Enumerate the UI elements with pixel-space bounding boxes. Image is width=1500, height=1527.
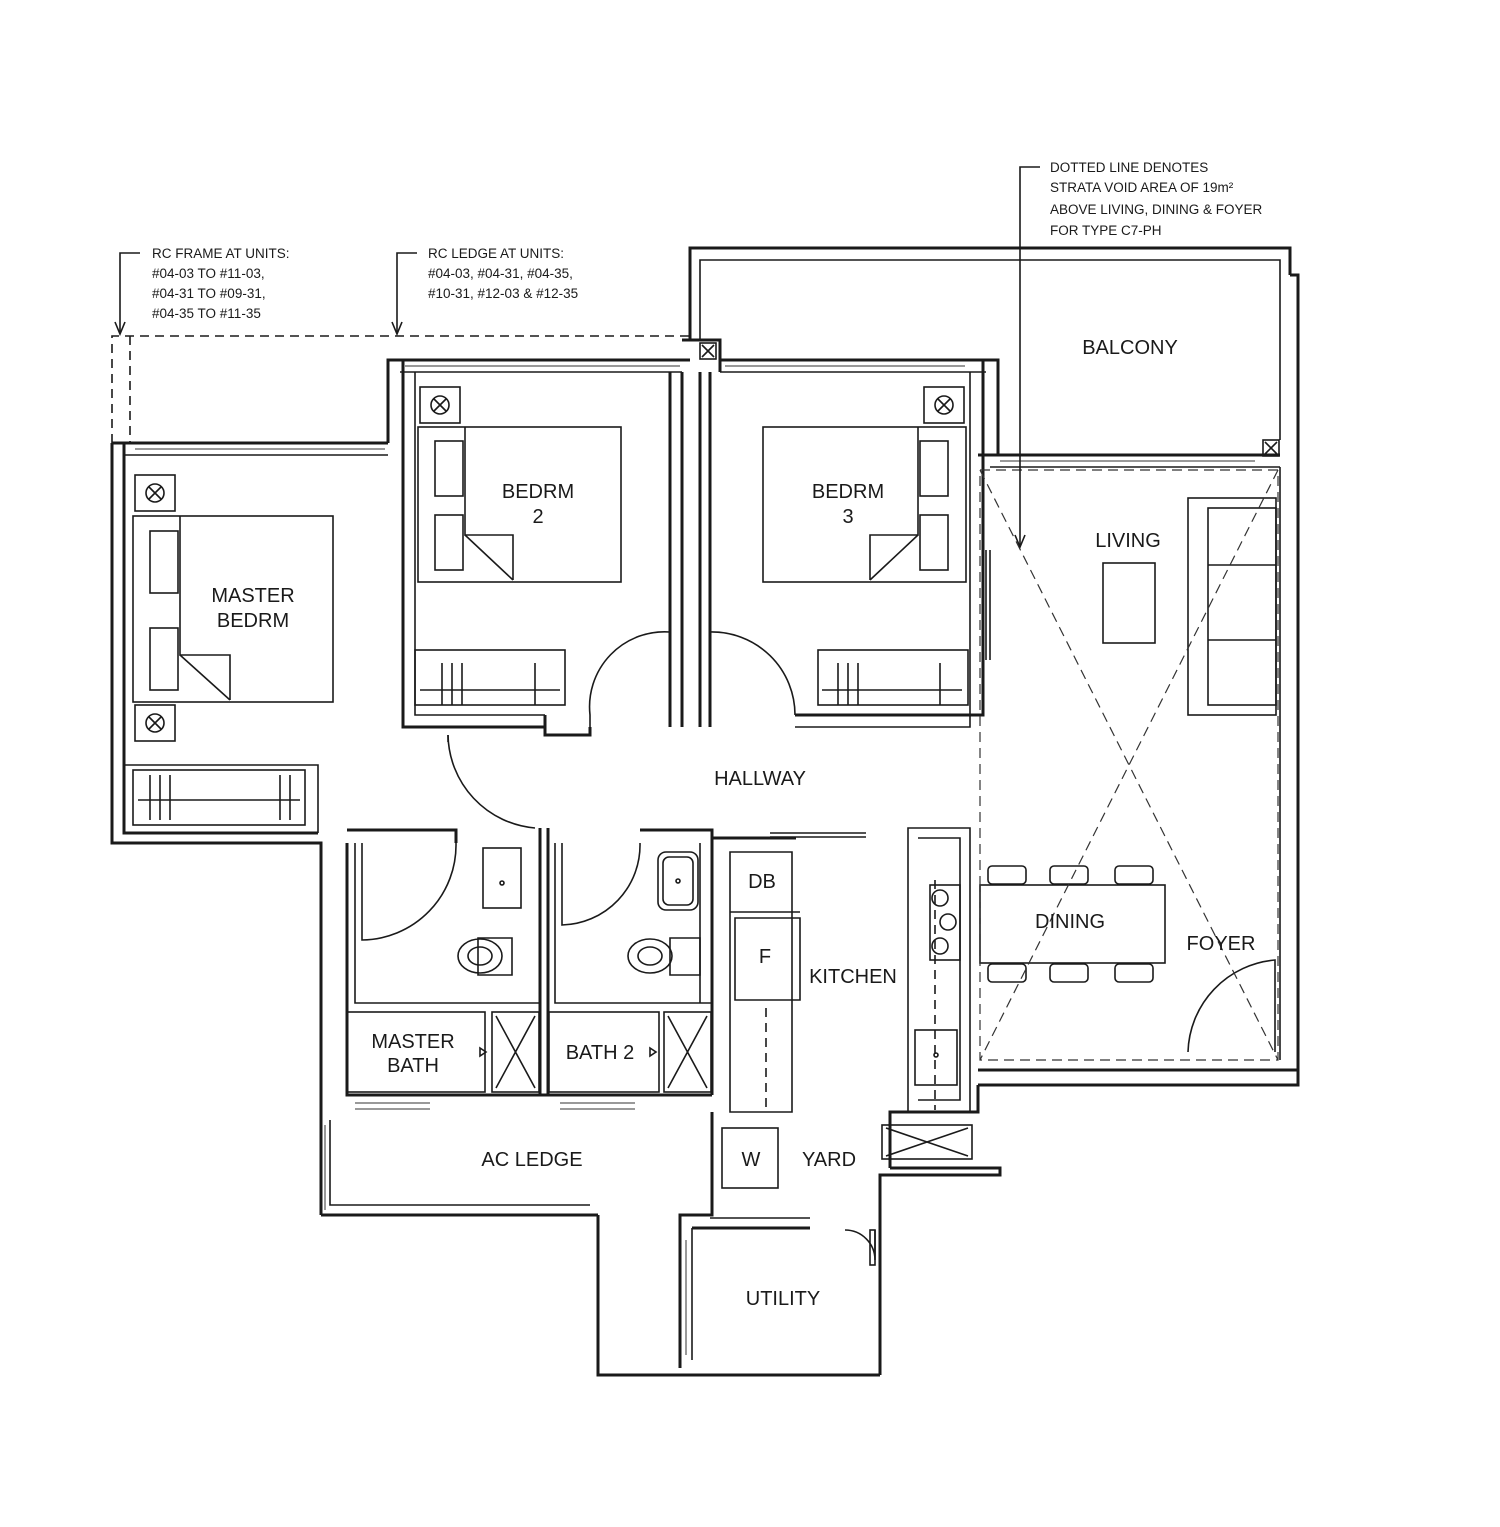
rc-ledge-line-1: RC LEDGE AT UNITS: [428,246,564,261]
void-note-line-4: FOR TYPE C7-PH [1050,223,1162,238]
interior-walls [124,360,991,1368]
label-living: LIVING [1095,530,1161,552]
label-dining: DINING [1035,911,1105,933]
label-bedroom2-line1: BEDRM [502,481,574,503]
label-master-bedroom-line1: MASTER [211,585,294,607]
outer-walls [110,246,1300,1377]
label-kitchen: KITCHEN [809,966,897,988]
rc-frame-line-1: RC FRAME AT UNITS: [152,246,290,261]
rc-frame-line-3: #04-31 TO #09-31, [152,286,266,301]
label-ac-ledge: AC LEDGE [481,1149,582,1171]
wardrobes [132,649,969,826]
void-note-line-1: DOTTED LINE DENOTES [1050,160,1208,175]
label-master-bath-line2: BATH [387,1055,439,1077]
rc-ledge-line-3: #10-31, #12-03 & #12-35 [428,286,578,301]
annotation-leaders [114,166,1040,550]
label-bath2: BATH 2 [566,1042,635,1064]
label-hallway: HALLWAY [714,768,806,790]
bath-fixtures [346,847,712,1093]
label-bedroom3-line1: BEDRM [812,481,884,503]
label-db: DB [748,871,776,893]
label-balcony: BALCONY [1082,337,1178,359]
rc-ledge-note: RC LEDGE AT UNITS: #04-03, #04-31, #04-3… [428,246,578,301]
windows [135,365,1255,1355]
shaft-icons [134,342,1280,1160]
label-master-bath-line1: MASTER [371,1031,454,1053]
void-note-line-3: ABOVE LIVING, DINING & FOYER [1050,202,1263,217]
label-bedroom2-line2: 2 [532,506,543,528]
rc-frame-note: RC FRAME AT UNITS: #04-03 TO #11-03, #04… [152,246,290,321]
void-note-line-2: STRATA VOID AREA OF 19m² [1050,180,1234,195]
living-furniture [979,497,1277,983]
rc-frame-line-2: #04-03 TO #11-03, [152,266,265,281]
label-master-bedroom-line2: BEDRM [217,610,289,632]
rc-ledge-line-2: #04-03, #04-31, #04-35, [428,266,573,281]
void-note: DOTTED LINE DENOTES STRATA VOID AREA OF … [1050,160,1263,238]
label-yard: YARD [802,1149,856,1171]
label-washer: W [742,1149,761,1171]
room-labels: BALCONY BEDRM 2 BEDRM 3 LIVING MASTER BE… [211,337,1255,1310]
rc-frame-line-4: #04-35 TO #11-35 [152,306,261,321]
label-foyer: FOYER [1187,933,1256,955]
label-fridge: F [759,946,771,968]
beds [132,426,967,703]
kitchen-fixtures [721,880,961,1189]
label-utility: UTILITY [746,1288,820,1310]
rc-frame-dashed [111,335,690,443]
label-bedroom3-line2: 3 [842,506,853,528]
doors [361,631,1276,1266]
strata-void [979,469,1279,1061]
